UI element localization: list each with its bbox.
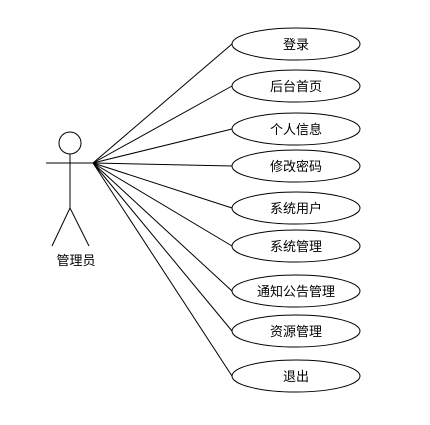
use-case-ellipse [231,229,361,263]
use-case: 系统管理 [231,229,361,263]
use-case: 退出 [231,359,361,393]
association-lines [92,43,233,377]
association-line [92,162,233,292]
use-case: 后台首页 [231,69,361,103]
use-case: 通知公告管理 [231,274,361,308]
actor-label: 管理员 [56,254,95,269]
association-line [92,43,233,164]
use-case-ellipse [231,69,361,103]
use-case: 修改密码 [231,149,361,183]
actor-head [58,131,82,155]
association-line [92,162,233,247]
use-case-ellipse [231,314,361,348]
use-case-label: 修改密码 [270,159,322,175]
actor-left-leg [51,207,71,247]
actor-right-leg [69,207,90,247]
use-case: 登录 [231,27,361,61]
association-line [92,162,233,332]
use-case-label: 系统用户 [270,201,322,217]
use-case-label: 资源管理 [270,325,322,340]
use-case-label: 后台首页 [270,80,322,95]
use-case-ellipse [231,112,361,146]
actor-admin: 管理员 [46,131,96,269]
use-case-ellipse [231,191,361,225]
use-case-label: 退出 [283,370,309,385]
use-case: 个人信息 [231,112,361,146]
use-case-label: 个人信息 [270,122,322,138]
association-line [92,162,233,167]
association-line [92,162,233,377]
use-case: 资源管理 [231,314,361,348]
use-case-label: 登录 [283,38,309,53]
use-case-label: 通知公告管理 [257,284,335,300]
use-case-label: 系统管理 [270,240,322,255]
association-line [92,85,233,164]
association-line [92,128,233,164]
association-line [92,162,233,209]
use-case-ellipse [231,359,361,393]
use-case-ellipse [231,274,361,308]
use-case: 系统用户 [231,191,361,225]
use-case-ellipse [231,27,361,61]
use-case-ellipse [231,149,361,183]
